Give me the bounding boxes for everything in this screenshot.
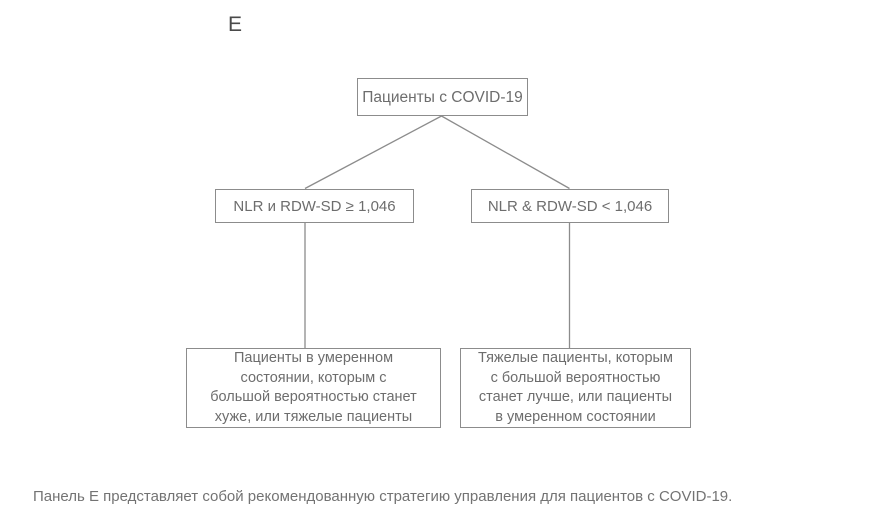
node-branch-low-risk-label: NLR & RDW-SD < 1,046	[487, 197, 653, 215]
node-branch-high-risk: NLR и RDW-SD ≥ 1,046	[215, 189, 414, 223]
node-outcome-moderate-may-worsen: Пациенты в умеренном состоянии, которым …	[186, 348, 441, 428]
connector-root-to-right-branch	[441, 115, 570, 190]
node-outcome-moderate-may-worsen-label: Пациенты в умеренном состоянии, которым …	[210, 350, 417, 425]
node-branch-high-risk-label: NLR и RDW-SD ≥ 1,046	[233, 197, 396, 215]
node-root-label: Пациенты с COVID-19	[362, 88, 523, 106]
panel-letter: E	[228, 13, 243, 36]
node-outcome-severe-may-improve-label: Тяжелые пациенты, которым с большой веро…	[478, 350, 673, 425]
node-outcome-severe-may-improve: Тяжелые пациенты, которым с большой веро…	[460, 348, 691, 428]
flowchart-diagram: Пациенты с COVID-19 NLR и RDW-SD ≥ 1,046…	[186, 78, 691, 428]
connector-root-to-left-branch	[304, 115, 442, 190]
figure-caption: Панель E представляет собой рекомендован…	[33, 488, 733, 505]
node-root-covid-patients: Пациенты с COVID-19	[357, 78, 528, 116]
node-branch-low-risk: NLR & RDW-SD < 1,046	[471, 189, 669, 223]
